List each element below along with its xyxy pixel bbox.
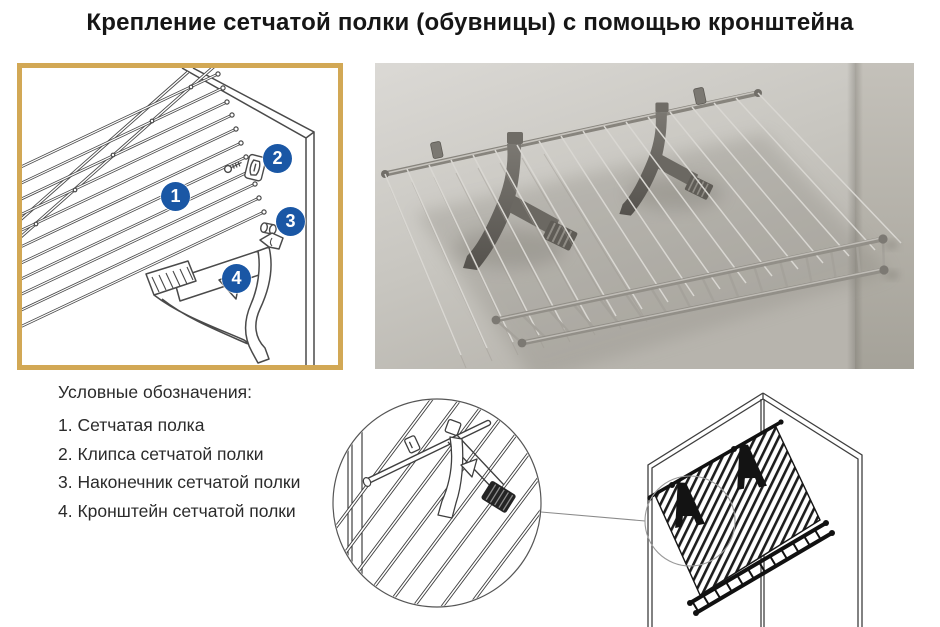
- detail-wires: [334, 400, 540, 606]
- legend-item: 1. Сетчатая полка: [58, 415, 205, 435]
- mesh-shelf-silhouette: [647, 419, 835, 616]
- callout-1-badge: 1: [161, 182, 190, 211]
- wire-shelf: [22, 71, 267, 328]
- callout-3-badge: 3: [276, 207, 305, 236]
- product-photo: [375, 63, 914, 369]
- shelf-clip: [223, 153, 267, 182]
- bracket-left: [463, 132, 578, 270]
- detail-clip: [404, 435, 421, 454]
- callout-4-badge: 4: [222, 264, 251, 293]
- legend-item: 2. Клипса сетчатой полки: [58, 443, 264, 464]
- callout-3-number: 3: [285, 211, 296, 231]
- exploded-diagram-panel: 1 2 3 4: [17, 63, 343, 370]
- legend-item: 3. Наконечник сетчатой полки: [58, 472, 301, 492]
- front-rail-ladder: [491, 234, 899, 348]
- installation-drawing: [332, 392, 863, 627]
- wall-corner: [847, 63, 863, 369]
- callout-2-number: 2: [272, 148, 283, 168]
- magnifier-circle: [644, 475, 736, 567]
- rail-clip: [430, 87, 707, 159]
- page-title: Крепление сетчатой полки (обувницы) с по…: [86, 9, 854, 36]
- shelf-wires: [384, 92, 902, 369]
- legend-item: 4. Кронштейн сетчатой полки: [58, 500, 296, 521]
- shelf-bracket: [145, 232, 284, 364]
- legend: Условные обозначения: 1. Сетчатая полка …: [58, 382, 300, 525]
- shelf-end-cap: [260, 222, 277, 235]
- callout-1-number: 1: [170, 186, 181, 206]
- bracket-silhouette: [675, 444, 767, 529]
- detail-rail: [362, 419, 492, 487]
- bracket-right: [619, 102, 714, 216]
- callout-4-number: 4: [231, 268, 242, 288]
- callout-2-badge: 2: [263, 144, 292, 173]
- detail-circle: [332, 398, 542, 608]
- legend-heading: Условные обозначения:: [58, 382, 252, 402]
- connector-line: [540, 511, 646, 522]
- side-panel: [181, 68, 315, 365]
- right-wall: [855, 63, 914, 369]
- shelf-support-rods: [22, 68, 215, 238]
- detail-bracket: [437, 419, 516, 519]
- photo-render: [375, 63, 914, 369]
